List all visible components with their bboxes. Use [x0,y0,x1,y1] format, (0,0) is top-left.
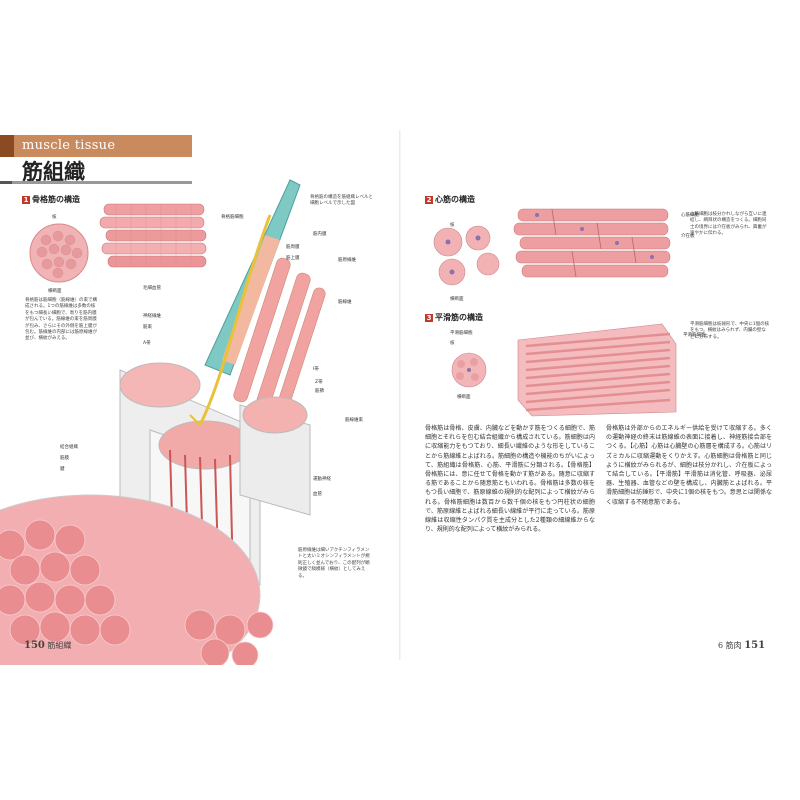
label-5: 筋原線維 [338,258,356,263]
cardiac-label-2: 介在板 [681,234,695,239]
label-11: I帯 [313,367,319,372]
left-page-number: 150 [24,640,45,651]
section-3-number: 3 [425,313,433,322]
left-running-head: 筋組織 [47,641,72,650]
cardiac-label-3: 横断面 [450,297,464,302]
cardiac-label-0: 心筋細胞 [681,213,699,218]
left-caption: 骨格筋は筋細胞（筋線維）の束で構成される。1つの筋線維は多数の核をもつ細長い細胞… [25,298,97,342]
left-folio: 150 筋組織 [24,640,71,651]
label-7: 毛細血管 [143,286,161,291]
callout-top: 骨格筋の構造を筋組織レベルと 細胞レベルで示した図 [310,195,373,207]
section-2-title: 心筋の構造 [435,195,475,204]
label-3: 筋周膜 [286,245,300,250]
right-page-number: 151 [744,640,766,651]
label-18: 運動神経 [313,477,331,482]
body-column-1: 骨格筋は骨格、皮膚、内臓などを動かす筋をつくる細胞で、筋細胞とそれらを包む結合組… [425,425,595,534]
label-2: 筋内膜 [313,232,327,237]
label-10: A帯 [143,341,151,346]
skeletal-cross-section-illustration [29,223,89,283]
smooth-muscle-illustration [517,323,677,417]
muscle-fibers-illustration [99,203,207,268]
cardiac-muscle-illustration [513,208,671,278]
label-0: 骨格筋細胞 [221,215,244,220]
cardiac-note: 心筋細胞は枝分かれしながら互いに連結し、網目状の構造をつくる。細胞同士の境界には… [690,212,767,237]
label-4: 筋上膜 [286,256,300,261]
chapter-band-text: muscle tissue [22,138,116,153]
label-16: 筋膜 [60,456,69,461]
bottom-caption: 筋原線維は細いアクチンフィラメントと太いミオシンフィラメントが規則正しく並んでお… [298,548,370,579]
section-1-number: 1 [22,195,30,204]
label-1: 核 [52,215,57,220]
smooth-note: 平滑筋細胞は紡錘形で、中央に1個の核をもつ。横紋はみられず、内臓の壁などに分布す… [690,322,770,340]
label-13: 筋節 [315,389,324,394]
section-1-title: 骨格筋の構造 [32,195,80,204]
label-19: 血管 [313,492,322,497]
label-9: 筋束 [143,325,152,330]
section-3-title: 平滑筋の構造 [435,313,483,322]
label-8: 神経線維 [143,314,161,319]
smooth-label-2: 横断面 [457,395,471,400]
smooth-label-1: 核 [450,341,455,346]
skeletal-muscle-bundle-illustration [0,179,326,665]
label-6: 筋線維 [338,300,352,305]
body-column-2: 骨格筋は外部からのエネルギー供給を受けて収縮する。多くの運動神経の終末は筋線維の… [606,425,772,506]
title-rule-accent [0,181,12,184]
label-15: 結合組織 [60,445,78,450]
label-12: Z帯 [315,380,323,385]
section-2-number: 2 [425,195,433,204]
page-title: 筋組織 [22,160,85,184]
smooth-cell-illustration [451,352,487,388]
cardiac-label-1: 核 [450,223,455,228]
gutter [399,130,401,660]
right-folio: 6 筋肉 151 [718,640,765,651]
cross-section-label: 横断面 [48,289,62,294]
label-14: 筋線維束 [345,418,363,423]
chapter-band-accent [0,135,14,157]
title-rule [0,181,192,184]
chapter-band [0,135,192,157]
right-running-head: 6 筋肉 [718,641,742,650]
cardiac-cells-illustration [433,225,500,286]
smooth-label-0: 平滑筋細胞 [450,331,473,336]
label-17: 腱 [60,467,65,472]
smooth-note-label: 平滑筋細胞 [683,333,706,338]
